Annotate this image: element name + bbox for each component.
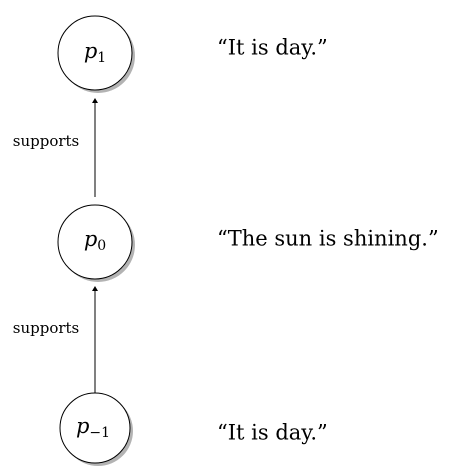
- edge-p0-to-p1: supports: [13, 98, 98, 197]
- node-circle: [59, 392, 131, 464]
- node-label-p1: p1: [84, 39, 106, 67]
- node-circle: [57, 204, 133, 280]
- quote-p1: “It is day.”: [217, 36, 328, 60]
- node-pminus1: p−1: [59, 392, 133, 466]
- quote-p0: “The sun is shining.”: [217, 227, 439, 251]
- node-p1: p1: [57, 15, 135, 93]
- edge-pminus1-to-p0: supports: [13, 286, 98, 395]
- edge-label-supports-bottom: supports: [13, 319, 80, 337]
- node-label-p0: p0: [84, 227, 106, 255]
- node-p0: p0: [57, 204, 135, 282]
- quote-pminus1: “It is day.”: [217, 421, 328, 445]
- node-label-pminus1: p−1: [76, 414, 110, 442]
- node-circle: [57, 15, 133, 91]
- edge-label-supports-top: supports: [13, 132, 80, 150]
